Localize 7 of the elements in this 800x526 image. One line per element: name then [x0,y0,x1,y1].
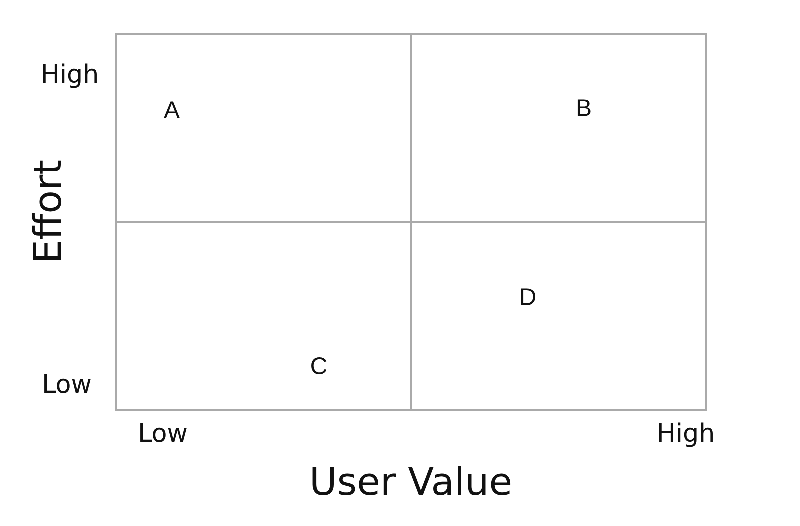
quadrant-box: C [115,221,412,411]
quadrant-box: A [115,33,412,223]
quadrant-box: B [410,33,707,223]
axis-title: User Value [312,466,511,496]
quadrant-box: D [410,221,707,411]
axis-tick-label: Low [44,374,91,394]
axis-title: Effort [32,160,62,260]
